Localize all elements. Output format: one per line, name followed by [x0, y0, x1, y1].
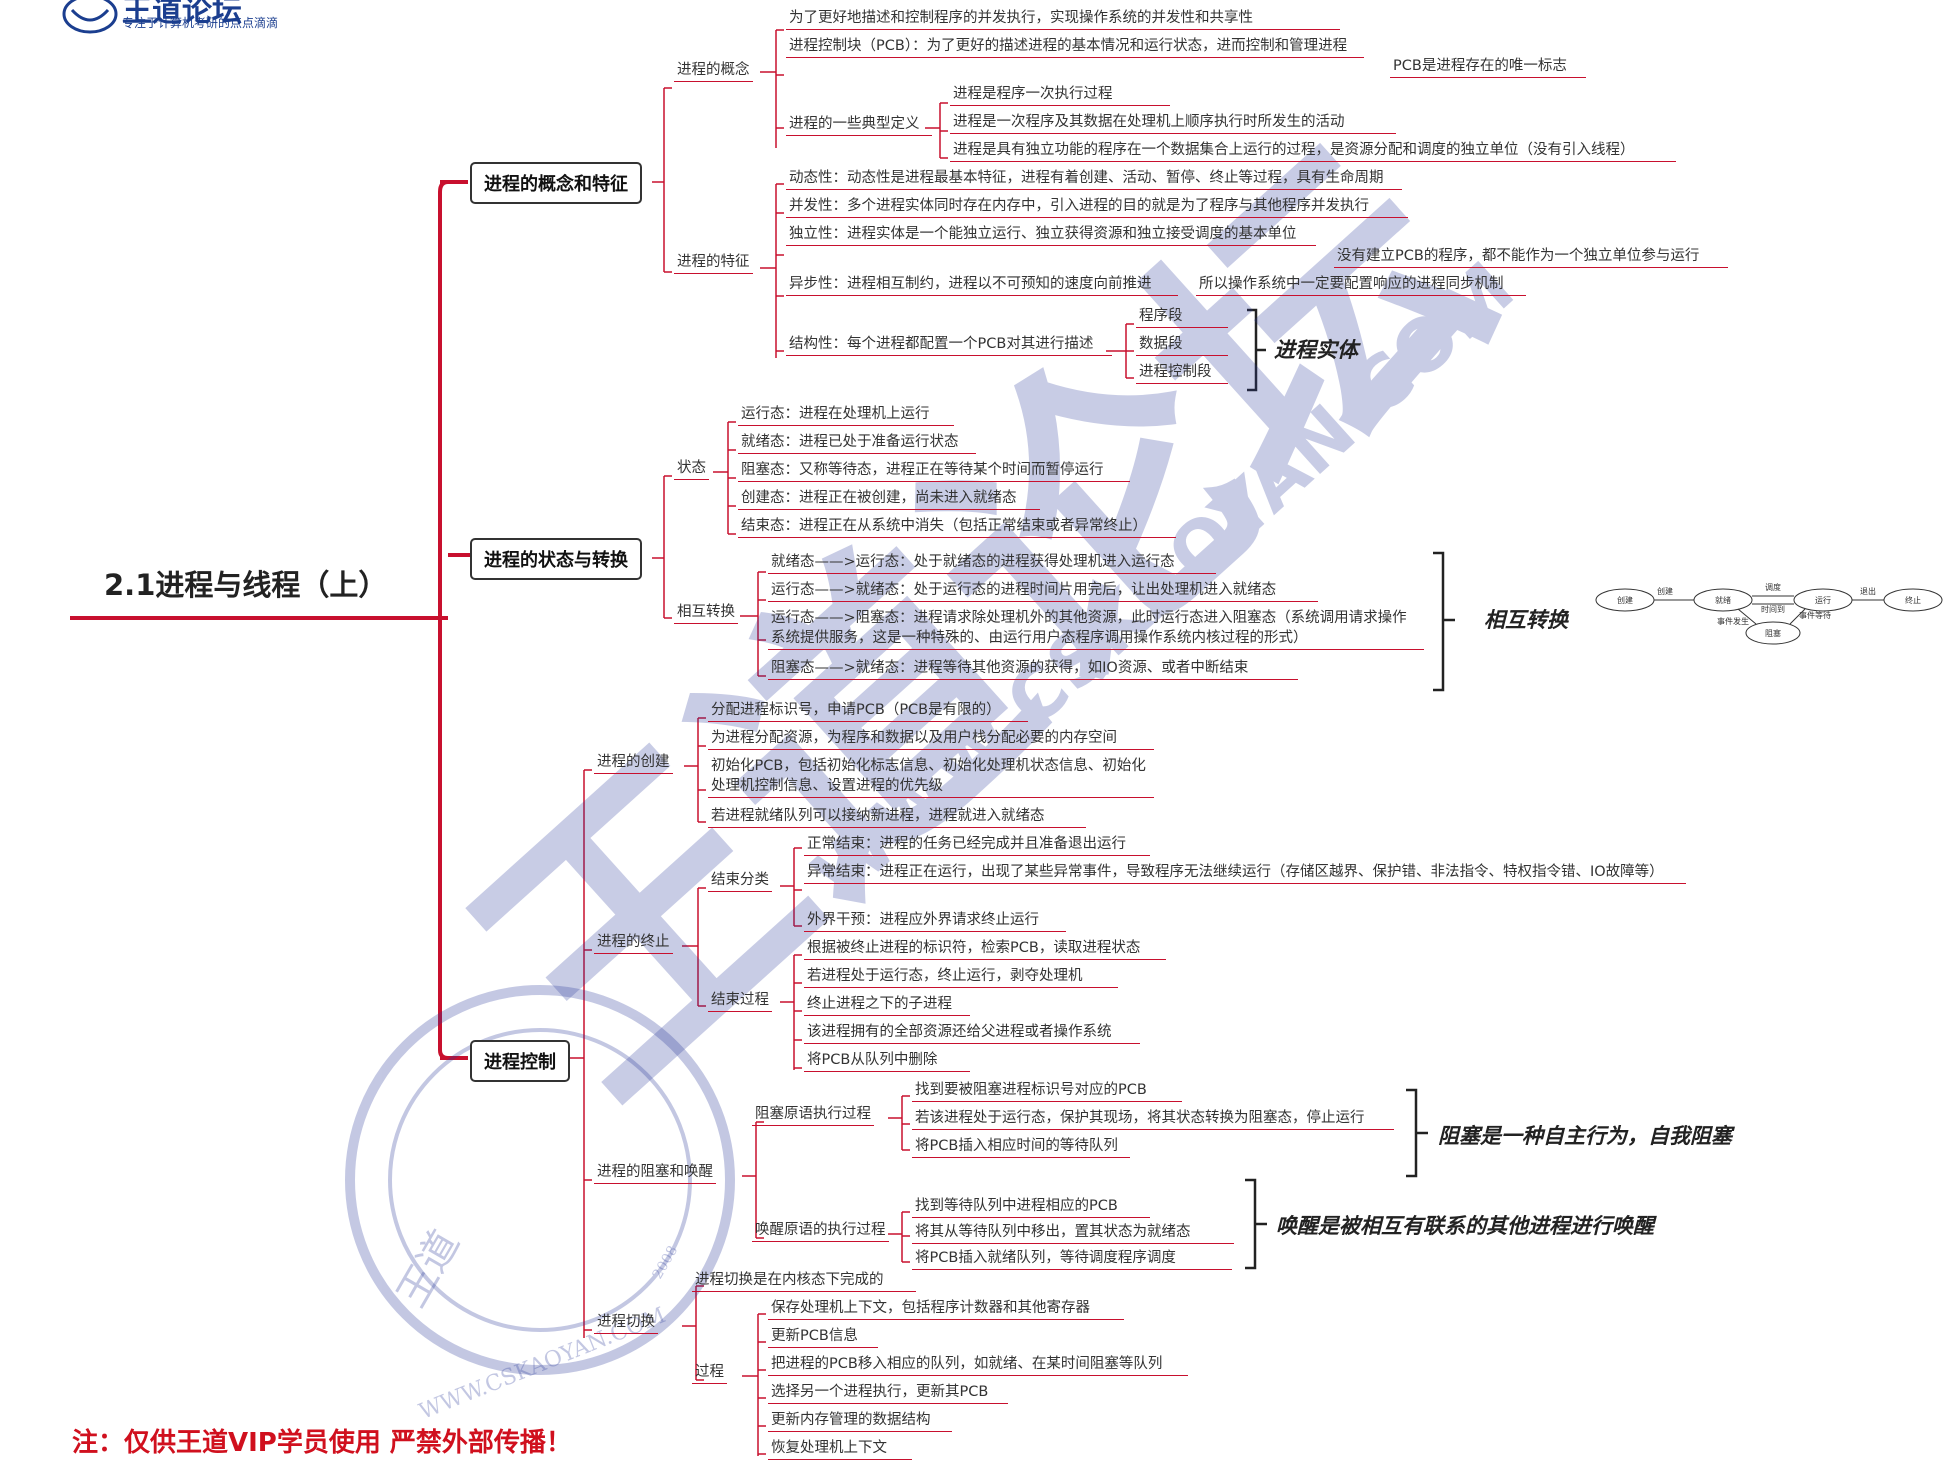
- note-block: 阻塞是一种自主行为，自我阻塞: [1438, 1124, 1732, 1148]
- leaf-end-step-2: 若进程处于运行态，终止运行，剥夺处理机: [804, 966, 1118, 988]
- leaf-concurrency: 并发性：多个进程实体同时存在内存中，引入进程的目的就是为了程序与其他程序并发执行: [786, 196, 1408, 218]
- leaf-state-ready: 就绪态：进程已处于准备运行状态: [738, 432, 976, 454]
- leaf-block-step-1: 找到要被阻塞进程标识号对应的PCB: [912, 1080, 1182, 1102]
- leaf-def-1: 进程是程序一次执行过程: [950, 84, 1170, 106]
- leaf-state-new: 创建态：进程正在被创建，尚未进入就绪态: [738, 488, 1040, 510]
- node-switch-process: 过程: [692, 1362, 727, 1384]
- leaf-switch-step-1: 保存处理机上下文，包括程序计数器和其他寄存器: [768, 1298, 1124, 1320]
- footer-notice: 注：仅供王道VIP学员使用 严禁外部传播！: [72, 1428, 572, 1458]
- leaf-abnormal-end: 异常结束：进程正在运行，出现了某些异常事件，导致程序无法继续运行（存储区越界、保…: [804, 862, 1686, 884]
- leaf-switch-step-3: 把进程的PCB移入相应的队列，如就绪、在某时间阻塞等队列: [768, 1354, 1188, 1376]
- leaf-state-terminated: 结束态：进程正在从系统中消失（包括正常结束或者异常终止）: [738, 516, 1176, 538]
- node-features: 进程的特征: [674, 252, 753, 274]
- leaf-wakeup-step-1: 找到等待队列中进程相应的PCB: [912, 1196, 1150, 1218]
- leaf-create-1: 分配进程标识号，申请PCB（PCB是有限的）: [708, 700, 1028, 722]
- leaf-switch-kernel-mode: 进程切换是在内核态下完成的: [692, 1270, 916, 1292]
- diagram-edge-exit: 退出: [1860, 586, 1876, 596]
- branch-concept-features: 进程的概念和特征: [470, 162, 642, 204]
- node-wakeup-primitive: 唤醒原语的执行过程: [752, 1220, 889, 1242]
- leaf-data-segment: 数据段: [1136, 334, 1228, 356]
- note-transitions: 相互转换: [1484, 608, 1568, 632]
- leaf-pcb-definition: 进程控制块（PCB）：为了更好的描述进程的基本情况和运行状态，进而控制和管理进程: [786, 36, 1364, 58]
- leaf-wakeup-step-3: 将PCB插入就绪队列，等待调度程序调度: [912, 1248, 1232, 1270]
- leaf-pcb-unique-flag: PCB是进程存在的唯一标志: [1390, 56, 1586, 78]
- logo: 王道论坛 专注于计算机考研的点点滴滴: [60, 0, 320, 36]
- leaf-state-running: 运行态：进程在处理机上运行: [738, 404, 954, 426]
- diagram-state-create: 创建: [1617, 595, 1633, 605]
- note-wakeup: 唤醒是被相互有联系的其他进程进行唤醒: [1276, 1214, 1654, 1238]
- node-typical-definitions: 进程的一些典型定义: [786, 114, 932, 136]
- logo-emblem-icon: [62, 0, 118, 34]
- diagram-state-ready: 就绪: [1715, 595, 1731, 605]
- leaf-block-step-3: 将PCB插入相应时间的等待队列: [912, 1136, 1130, 1158]
- leaf-def-2: 进程是一次程序及其数据在处理机上顺序执行时所发生的活动: [950, 112, 1396, 134]
- node-end-process: 结束过程: [708, 990, 772, 1012]
- leaf-independence: 独立性：进程实体是一个能独立运行、独立获得资源和独立接受调度的基本单位: [786, 224, 1316, 246]
- node-transitions: 相互转换: [674, 602, 738, 624]
- diagram-edge-event-occurs: 事件发生: [1717, 616, 1749, 626]
- branch-process-control: 进程控制: [470, 1040, 570, 1082]
- leaf-switch-step-6: 恢复处理机上下文: [768, 1438, 912, 1460]
- leaf-structure: 结构性：每个进程都配置一个PCB对其进行描述: [786, 334, 1112, 356]
- root-underline: [70, 616, 448, 620]
- diagram-edge-event-wait: 事件等待: [1799, 610, 1831, 620]
- node-concept: 进程的概念: [674, 60, 753, 82]
- leaf-create-3: 初始化PCB，包括初始化标志信息、初始化处理机状态信息、初始化处理机控制信息、设…: [708, 756, 1154, 798]
- leaf-create-4: 若进程就绪队列可以接纳新进程，进程就进入就绪态: [708, 806, 1086, 828]
- leaf-switch-step-2: 更新PCB信息: [768, 1326, 878, 1348]
- leaf-end-step-4: 该进程拥有的全部资源还给父进程或者操作系统: [804, 1022, 1140, 1044]
- node-block-wakeup: 进程的阻塞和唤醒: [594, 1162, 716, 1184]
- leaf-async-note: 所以操作系统中一定要配置响应的进程同步机制: [1196, 274, 1526, 296]
- node-block-primitive: 阻塞原语执行过程: [752, 1104, 874, 1126]
- leaf-switch-step-4: 选择另一个进程执行，更新其PCB: [768, 1382, 1008, 1404]
- diagram-state-blocked: 阻塞: [1765, 628, 1781, 638]
- leaf-running-to-blocked: 运行态——>阻塞态：进程请求除处理机外的其他资源，此时运行态进入阻塞态（系统调用…: [768, 608, 1424, 650]
- leaf-end-step-3: 终止进程之下的子进程: [804, 994, 970, 1016]
- leaf-ready-to-running: 就绪态——>运行态：处于就绪态的进程获得处理机进入运行态: [768, 552, 1216, 574]
- root-title: 2.1进程与线程（上）: [104, 568, 388, 602]
- leaf-def-3: 进程是具有独立功能的程序在一个数据集合上运行的过程，是资源分配和调度的独立单位（…: [950, 140, 1676, 162]
- leaf-async: 异步性：进程相互制约，进程以不可预知的速度向前推进: [786, 274, 1178, 296]
- node-switching: 进程切换: [594, 1312, 658, 1334]
- leaf-running-to-ready: 运行态——>就绪态：处于运行态的进程时间片用完后，让出处理机进入就绪态: [768, 580, 1318, 602]
- note-process-entity: 进程实体: [1274, 338, 1358, 362]
- leaf-external-intervention: 外界干预：进程应外界请求终止运行: [804, 910, 1066, 932]
- node-creation: 进程的创建: [594, 752, 673, 774]
- diagram-state-running: 运行: [1815, 595, 1831, 605]
- diagram-edge-timeout: 时间到: [1761, 604, 1785, 614]
- leaf-wakeup-step-2: 将其从等待队列中移出，置其状态为就绪态: [912, 1222, 1234, 1244]
- leaf-switch-step-5: 更新内存管理的数据结构: [768, 1410, 952, 1432]
- leaf-create-2: 为进程分配资源，为程序和数据以及用户栈分配必要的内存空间: [708, 728, 1154, 750]
- state-transition-diagram: [1595, 588, 1943, 645]
- node-states: 状态: [674, 458, 709, 480]
- leaf-independence-note: 没有建立PCB的程序，都不能作为一个独立单位参与运行: [1334, 246, 1728, 268]
- node-termination: 进程的终止: [594, 932, 673, 954]
- branch-states-transitions: 进程的状态与转换: [470, 538, 642, 580]
- logo-subtitle: 专注于计算机考研的点点滴滴: [122, 16, 279, 30]
- leaf-blocked-to-ready: 阻塞态——>就绪态：进程等待其他资源的获得，如IO资源、或者中断结束: [768, 658, 1298, 680]
- logo-title: 王道论坛: [122, 0, 242, 29]
- leaf-end-step-5: 将PCB从队列中删除: [804, 1050, 970, 1072]
- leaf-dynamic: 动态性：动态性是进程最基本特征，进程有着创建、活动、暂停、终止等过程，具有生命周…: [786, 168, 1402, 190]
- node-end-types: 结束分类: [708, 870, 772, 892]
- diagram-edge-dispatch: 调度: [1765, 582, 1781, 592]
- leaf-pcb-segment: 进程控制段: [1136, 362, 1228, 384]
- diagram-edge-create: 创建: [1657, 586, 1673, 596]
- leaf-block-step-2: 若该进程处于运行态，保护其现场，将其状态转换为阻塞态，停止运行: [912, 1108, 1394, 1130]
- leaf-normal-end: 正常结束：进程的任务已经完成并且准备退出运行: [804, 834, 1150, 856]
- leaf-state-blocked: 阻塞态：又称等待态，进程正在等待某个时间而暂停运行: [738, 460, 1130, 482]
- diagram-state-end: 终止: [1905, 595, 1921, 605]
- leaf-concept-purpose: 为了更好地描述和控制程序的并发执行，实现操作系统的并发性和共享性: [786, 8, 1340, 30]
- leaf-end-step-1: 根据被终止进程的标识符，检索PCB，读取进程状态: [804, 938, 1166, 960]
- leaf-program-segment: 程序段: [1136, 306, 1228, 328]
